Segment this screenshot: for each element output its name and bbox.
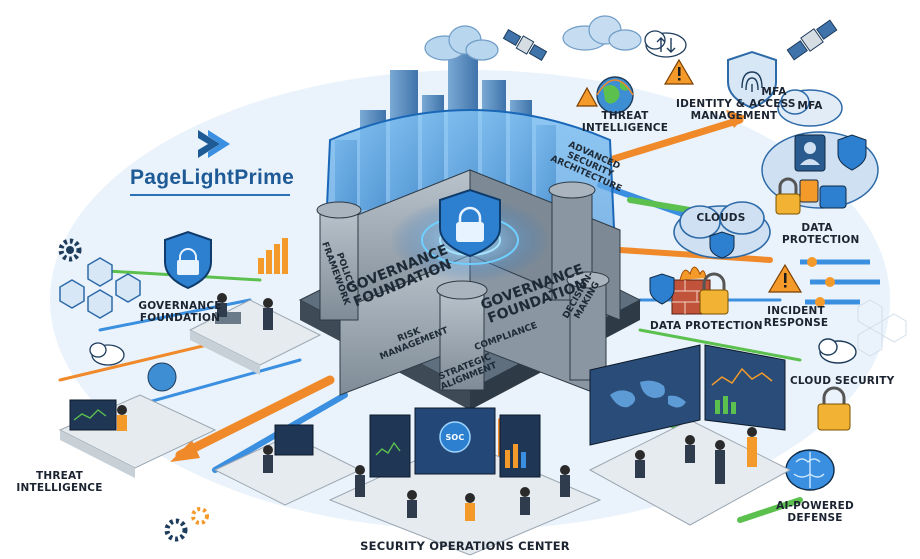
label-security-operations-center: SECURITY OPERATIONS CENTER [350, 540, 580, 552]
analytics-screen [705, 345, 785, 430]
clouds-node [674, 202, 770, 258]
gear-icon [167, 509, 207, 539]
label-identity-access: IDENTITY & ACCESS MANAGEMENT [676, 98, 792, 122]
brand-name: PageLightPrime [130, 166, 294, 190]
soc-screen-left [370, 415, 410, 477]
cloud-icon [425, 26, 498, 60]
logo-underline [130, 194, 290, 196]
globe-icon [597, 77, 633, 113]
label-soc-screen: SOC [440, 432, 470, 444]
label-mfa-2: MFA [790, 100, 830, 112]
label-governance-foundation-left: GOVERNANCE FOUNDATION [130, 300, 230, 324]
label-data-protection-mid: DATA PROTECTION [650, 320, 760, 332]
label-clouds: CLOUDS [686, 212, 756, 224]
brand-logo: PageLightPrime [128, 128, 298, 210]
label-incident-response: INCIDENT RESPONSE [756, 305, 836, 329]
cloud-icon [563, 16, 641, 50]
label-mfa-1: MFA [754, 86, 794, 98]
satellite-icon [786, 19, 838, 62]
satellite-icon [502, 28, 547, 62]
label-data-protection-right: DATA PROTECTION [782, 222, 852, 246]
padlock-icon [456, 222, 484, 242]
label-threat-intelligence-left: THREAT INTELLIGENCE [12, 470, 107, 494]
label-cloud-security: CLOUD SECURITY [790, 375, 890, 387]
label-ai-powered-defense: AI-POWERED DEFENSE [770, 500, 860, 524]
label-threat-intelligence-top: THREAT INTELLIGENCE [570, 110, 680, 134]
cloud-transfer-icon [645, 31, 686, 57]
brain-icon [786, 450, 834, 490]
warning-icon [665, 60, 693, 84]
logo-chevron-icon [194, 128, 234, 166]
globe-icon [148, 363, 176, 391]
